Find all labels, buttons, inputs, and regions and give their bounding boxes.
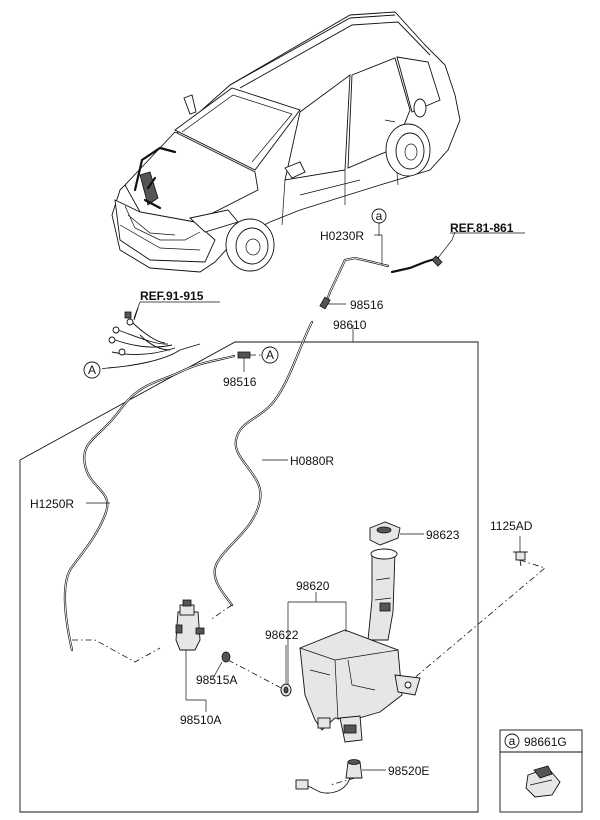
part-98661g-label: 98661G <box>524 735 567 749</box>
washer-reservoir <box>299 548 421 743</box>
clip-part <box>525 765 561 798</box>
h0230r-label: H0230R <box>320 229 364 243</box>
assembly-outline <box>19 341 479 813</box>
part-98623-label: 98623 <box>426 528 460 542</box>
circle-marker-a-top: a <box>371 208 387 224</box>
part-98515a-label: 98515A <box>196 673 237 687</box>
grommet-98515a <box>221 651 231 663</box>
wiring-harness-ref-91-915 <box>107 307 201 369</box>
part-98510a-label: 98510A <box>180 713 221 727</box>
svg-text:a: a <box>376 209 383 223</box>
part-98516-top-label: 98516 <box>350 298 384 312</box>
leader-lines <box>86 222 525 771</box>
hose-h1250r <box>63 354 236 652</box>
part-1125ad-label: 1125AD <box>490 519 533 533</box>
hose-h0230r-assembly <box>319 231 456 310</box>
bolt-1125ad <box>513 551 528 567</box>
circle-marker-A-right: A <box>261 346 279 364</box>
part-98516-left-label: 98516 <box>223 375 257 389</box>
filler-cap <box>369 521 401 546</box>
vehicle-illustration <box>111 11 461 273</box>
dashed-connections <box>72 354 546 786</box>
h1250r-label: H1250R <box>30 497 74 511</box>
legend-marker-a: a <box>509 734 516 748</box>
legend-box-98661g: a 98661G <box>499 729 583 813</box>
part-98620-label: 98620 <box>296 579 330 593</box>
part-98520e-label: 98520E <box>388 764 429 778</box>
grommet-98622 <box>280 683 292 697</box>
level-sensor <box>295 759 363 794</box>
part-98610-label: 98610 <box>333 318 367 332</box>
washer-pump <box>175 599 205 660</box>
part-labels: REF.81-861 REF.91-915 H0230R H0880R H125… <box>30 221 533 778</box>
part-98622-label: 98622 <box>265 628 299 642</box>
connector-98516-left <box>237 351 251 359</box>
svg-text:A: A <box>88 363 96 377</box>
ref-91-915-label: REF.91-915 <box>140 289 204 303</box>
svg-text:A: A <box>266 348 274 362</box>
h0880r-label: H0880R <box>290 454 334 468</box>
hose-h0880r <box>213 320 314 607</box>
ref-81-861-label: REF.81-861 <box>450 221 514 235</box>
circle-marker-A-left: A <box>83 361 101 379</box>
